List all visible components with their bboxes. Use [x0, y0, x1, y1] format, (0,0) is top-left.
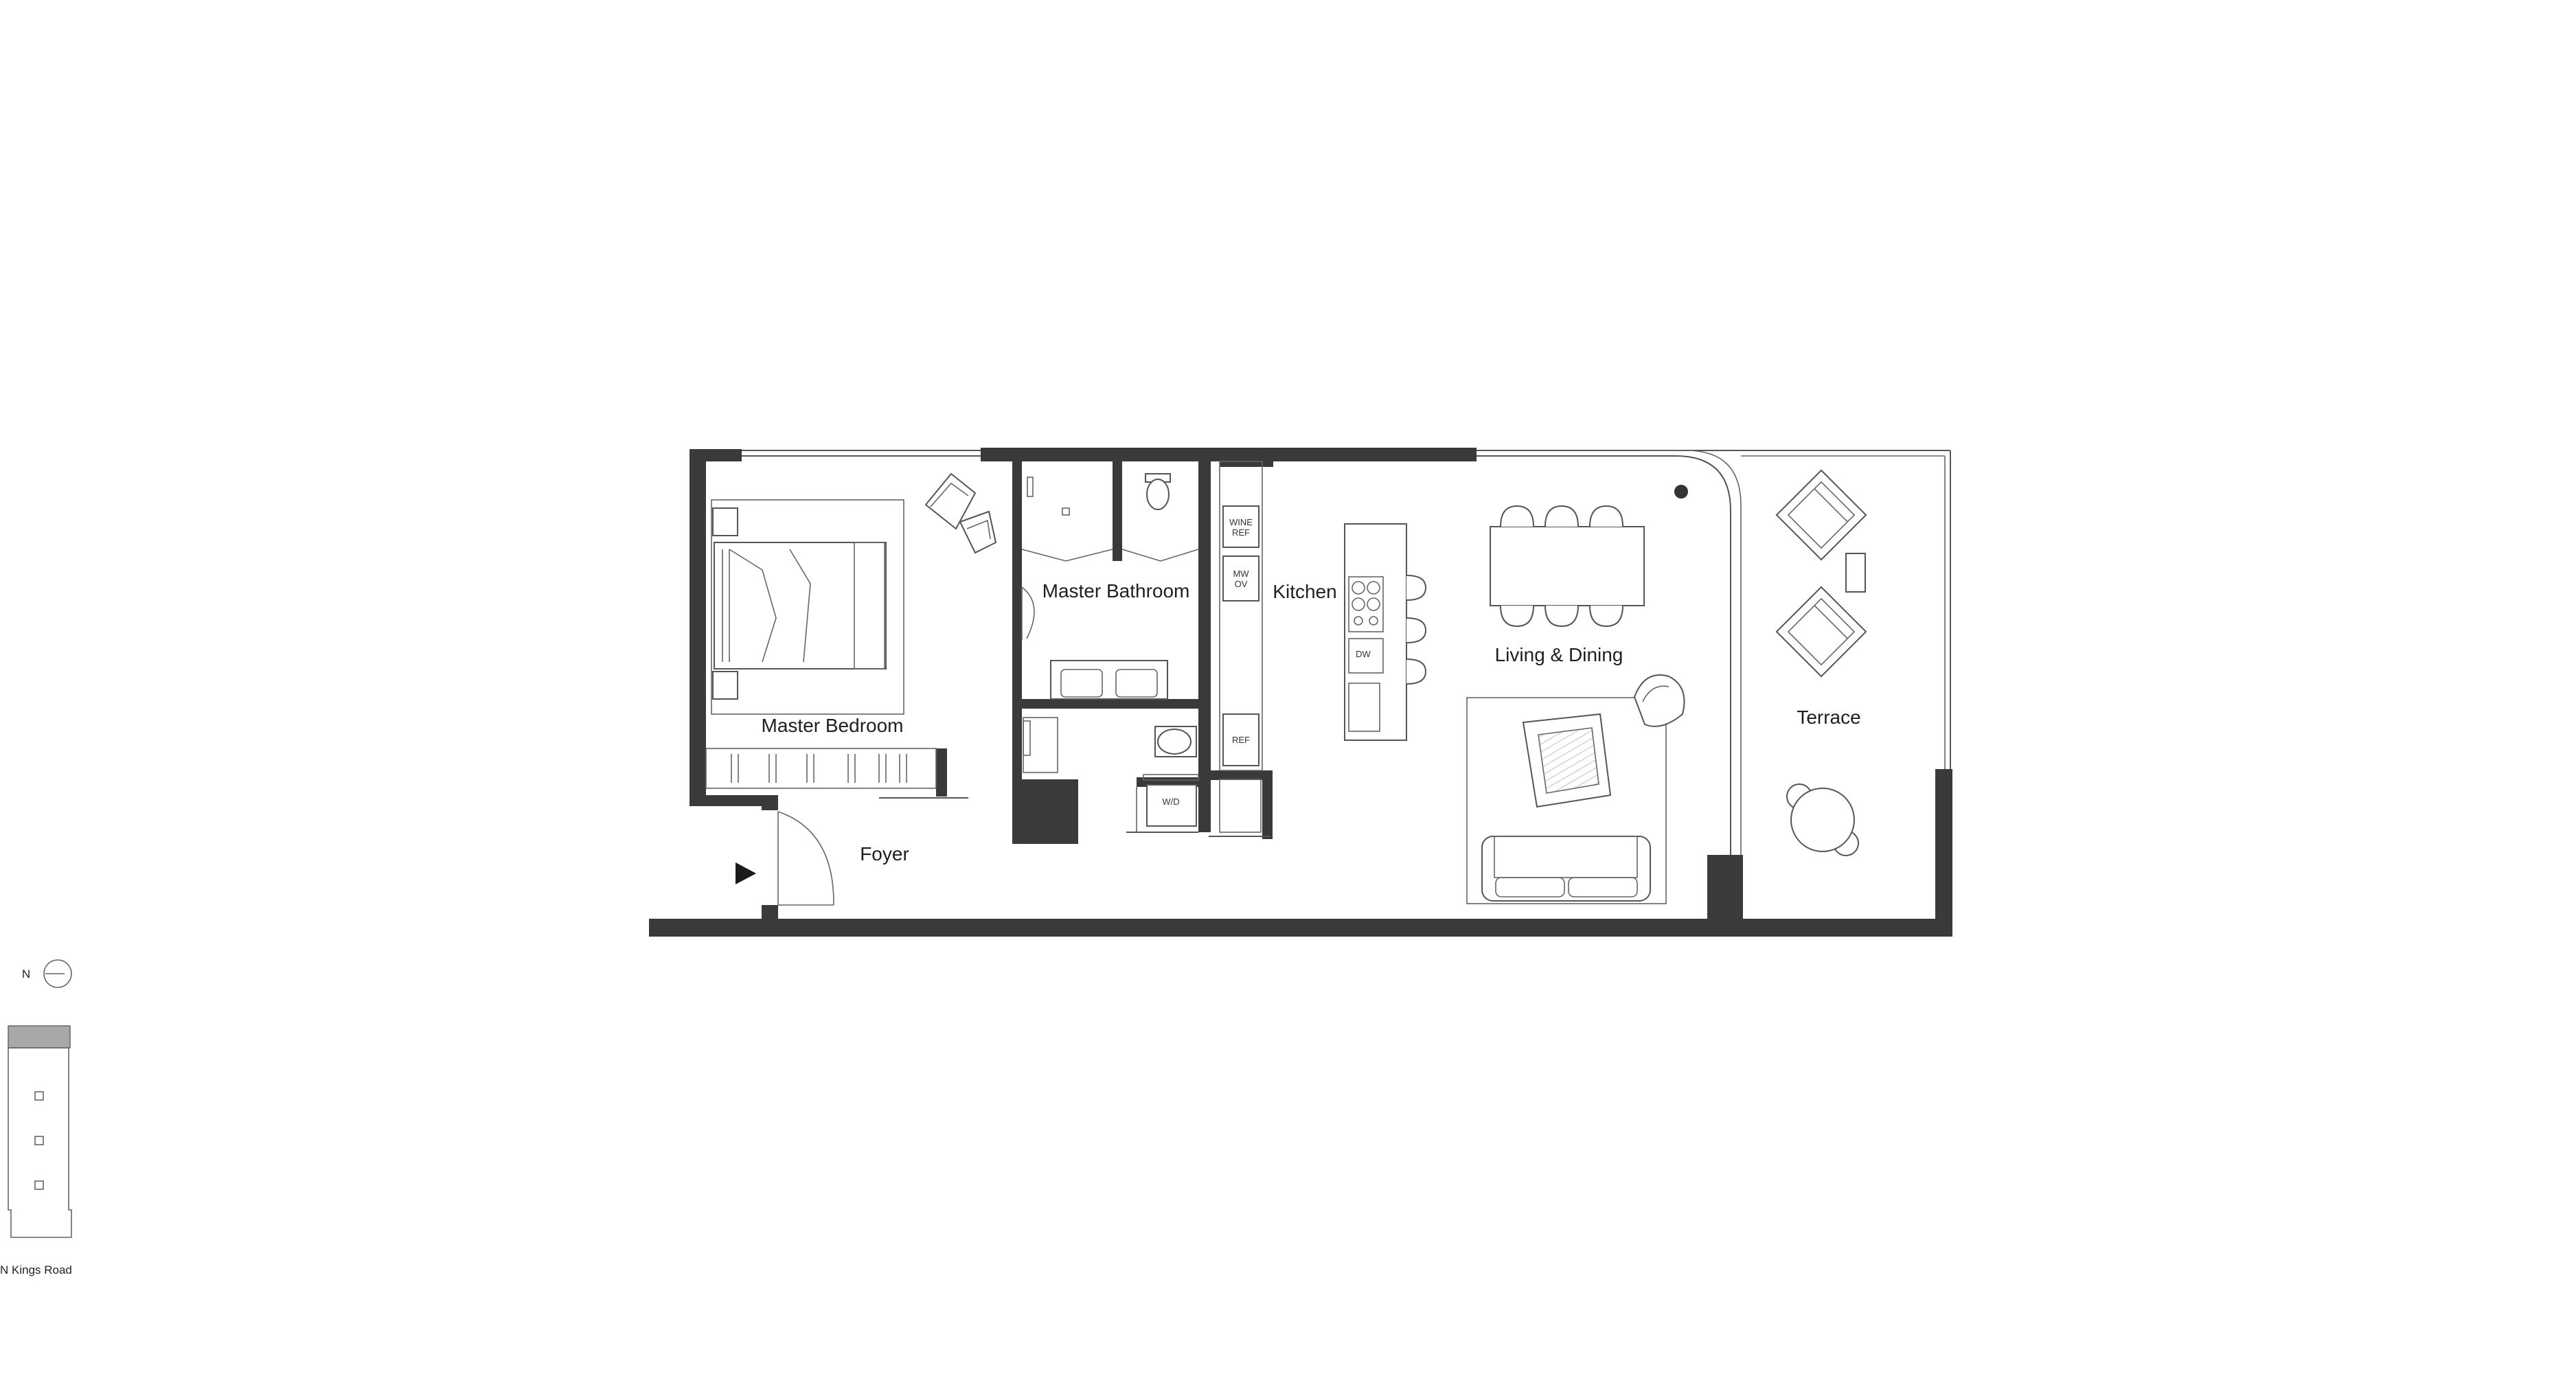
bedroom-furniture: [705, 472, 997, 799]
bathroom-fixtures: [1021, 473, 1199, 833]
key-plan: N N Kings Road: [0, 959, 72, 1276]
label-wd: W/D: [1162, 797, 1179, 807]
street-label: N Kings Road: [0, 1263, 72, 1276]
terrace-furniture: [1775, 469, 1867, 856]
label-dw: DW: [1356, 649, 1371, 659]
entry-door: [736, 811, 834, 906]
glazing-lines: [742, 450, 1951, 855]
label-foyer: Foyer: [860, 843, 909, 865]
label-wine-ref-2: REF: [1232, 527, 1250, 538]
north-arrow-icon: [43, 959, 72, 988]
label-mw-ov-2: OV: [1235, 579, 1248, 589]
label-master-bathroom: Master Bathroom: [1042, 580, 1190, 602]
key-plan-building: [8, 1047, 72, 1238]
walls: [649, 448, 1952, 937]
label-kitchen: Kitchen: [1273, 581, 1336, 602]
label-mw-ov-1: MW: [1233, 569, 1249, 579]
key-plan-unit-highlight: [8, 1025, 71, 1049]
room-labels: Master Bedroom Master Bathroom Kitchen L…: [762, 580, 1861, 865]
entry-arrow-icon: [736, 862, 756, 884]
kitchen-units: [1209, 461, 1427, 837]
label-terrace: Terrace: [1797, 707, 1860, 728]
living-dining-furniture: [1466, 485, 1688, 904]
north-label: N: [22, 967, 30, 981]
label-wine-ref-1: WINE: [1229, 517, 1253, 527]
label-living-dining: Living & Dining: [1495, 644, 1623, 665]
appliance-labels: WINE REF MW OV REF DW W/D: [1162, 517, 1371, 807]
label-master-bedroom: Master Bedroom: [762, 715, 904, 736]
label-ref: REF: [1232, 735, 1250, 745]
